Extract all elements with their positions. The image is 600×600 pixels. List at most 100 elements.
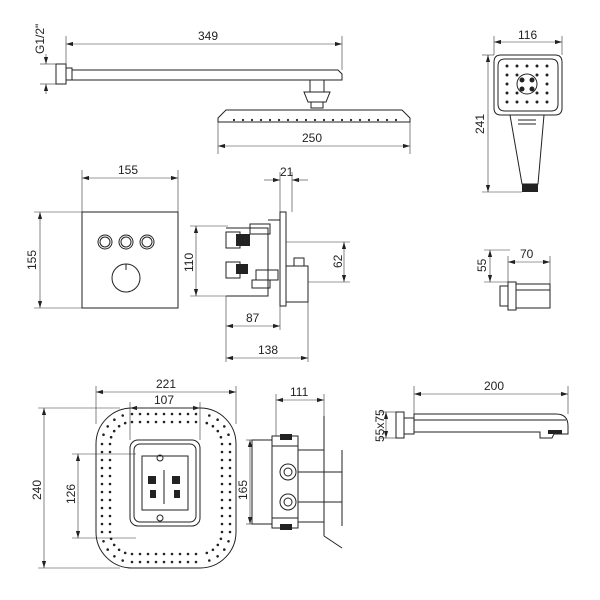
hand-nozzle	[505, 64, 509, 68]
ball-joint	[303, 91, 331, 103]
box-perforation	[100, 490, 104, 494]
holder-view: 70 55	[475, 247, 551, 311]
body-side-view: 111 165	[236, 385, 343, 549]
head-nozzle	[313, 118, 317, 122]
body-inlet-bottom-inner	[283, 497, 293, 507]
head-nozzle	[232, 118, 236, 122]
dim-spout-length: 200	[484, 379, 504, 393]
box-perforation	[130, 412, 134, 416]
hand-nozzle	[525, 64, 529, 68]
valve-port-lower	[251, 279, 271, 289]
box-perforation	[117, 548, 121, 552]
button-2-inner	[120, 236, 132, 248]
box-perforation	[228, 458, 232, 462]
box-perforation	[162, 420, 166, 424]
box-perforation	[117, 424, 121, 428]
box-perforation	[138, 412, 142, 416]
box-perforation	[100, 450, 104, 454]
box-perforation	[130, 560, 134, 564]
hand-nozzle	[515, 100, 519, 104]
body-inlet-bottom	[279, 493, 297, 511]
box-perforation	[219, 537, 223, 541]
dim-holder-height: 55	[475, 258, 489, 272]
box-perforation	[220, 450, 224, 454]
box-perforation	[108, 514, 112, 518]
box-perforation	[208, 559, 211, 562]
hand-nozzle	[535, 73, 539, 77]
box-perforation	[220, 530, 224, 534]
valve-fitting-bottom	[236, 264, 248, 274]
box-perforation	[220, 458, 224, 462]
head-nozzle	[241, 118, 245, 122]
box-perforation	[123, 551, 127, 555]
mounting-box-view: 221 107 240 126	[30, 377, 237, 569]
box-perforation	[108, 466, 112, 470]
arm-end	[310, 69, 343, 81]
valve-side-view: 21 110 62 87 138	[182, 165, 350, 362]
box-inner-lip	[133, 443, 197, 523]
box-perforation	[154, 420, 158, 424]
head-nozzle	[349, 118, 353, 122]
dim-holder-width: 70	[520, 247, 534, 261]
dim-box-width: 221	[156, 377, 176, 391]
body-front	[297, 449, 325, 523]
wall-flange	[55, 63, 67, 85]
valve-port-bottom	[255, 269, 279, 281]
box-perforation	[170, 412, 174, 416]
box-perforation	[227, 433, 230, 437]
head-nozzle	[394, 118, 398, 122]
hand-jet	[519, 77, 525, 83]
box-perforation	[228, 482, 232, 486]
box-perforation	[108, 490, 112, 494]
hand-nozzle	[545, 82, 549, 86]
box-perforation	[194, 412, 198, 416]
box-perforation	[219, 435, 223, 439]
box-perforation	[102, 433, 105, 437]
body-main	[271, 435, 299, 529]
box-perforation	[220, 514, 224, 518]
body-inlet-top	[279, 463, 297, 481]
body-rear	[251, 439, 273, 525]
box-perforation	[162, 412, 166, 416]
box-perforation	[100, 522, 104, 526]
box-perforation	[178, 560, 182, 564]
arm-connector	[65, 67, 73, 81]
holder-base	[499, 285, 509, 307]
box-inner-frame	[129, 439, 201, 527]
box-perforation	[220, 442, 224, 446]
head-nozzle	[286, 118, 290, 122]
hand-nozzle	[535, 91, 539, 95]
box-mechanism	[141, 455, 189, 511]
control-panel	[81, 211, 179, 309]
head-nozzle	[367, 118, 371, 122]
hand-nozzle	[535, 64, 539, 68]
hand-nozzle	[505, 91, 509, 95]
dim-panel-height: 155	[25, 250, 39, 270]
box-perforation	[112, 543, 116, 547]
box-perforation	[186, 420, 190, 424]
box-perforation	[100, 506, 104, 510]
box-perforation	[186, 412, 190, 416]
dim-panel-width: 155	[118, 163, 138, 177]
dim-valve-depth-total: 138	[258, 343, 278, 357]
box-perforation	[178, 420, 182, 424]
box-perforation	[106, 425, 109, 428]
box-perforation	[216, 429, 220, 433]
valve-cover-cap	[293, 257, 305, 267]
head-nozzle	[250, 118, 254, 122]
valve-body-outline	[226, 227, 269, 297]
box-perforation	[178, 552, 182, 556]
hand-nozzle	[515, 91, 519, 95]
box-perforation	[130, 552, 134, 556]
box-perforation	[216, 555, 219, 558]
spout-aerator	[548, 430, 562, 434]
box-perforation	[121, 414, 124, 417]
button-2	[118, 234, 134, 250]
box-perforation	[108, 522, 112, 526]
button-3-inner	[141, 236, 153, 248]
box-perforation	[228, 466, 232, 470]
box-port	[148, 476, 156, 484]
box-perforation	[228, 450, 232, 454]
dim-box-inner-width: 107	[154, 393, 174, 407]
dim-box-inner-height: 126	[64, 484, 78, 504]
